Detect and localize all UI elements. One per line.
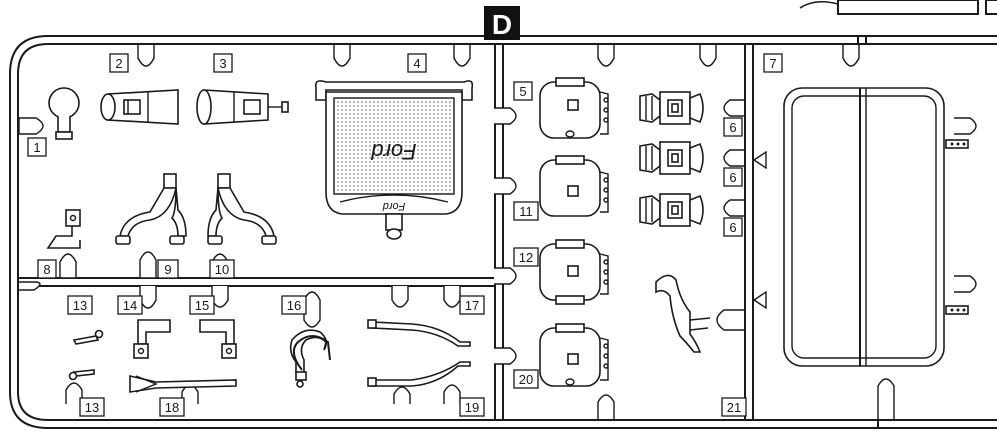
svg-text:13: 13	[73, 298, 87, 313]
label-6b: 6	[723, 167, 743, 187]
label-3: 3	[213, 53, 233, 73]
svg-text:12: 12	[519, 250, 533, 265]
svg-text:8: 8	[43, 262, 50, 277]
sprue-letter: D	[492, 9, 512, 40]
label-17: 17	[459, 295, 485, 315]
svg-text:14: 14	[123, 298, 137, 313]
label-2: 2	[109, 53, 129, 73]
part-11-lamp	[539, 155, 609, 217]
part-21-horn	[655, 274, 711, 353]
label-8: 8	[37, 259, 57, 279]
part-6-headlamp-a	[639, 91, 704, 125]
part-2-cylinder	[100, 89, 179, 125]
label-4: 4	[407, 53, 427, 73]
svg-text:10: 10	[215, 262, 229, 277]
label-10: 10	[209, 259, 235, 279]
label-7: 7	[763, 53, 783, 73]
part-1-mirror	[48, 87, 80, 140]
sprue-letter-badge: D	[484, 6, 520, 40]
svg-text:11: 11	[519, 204, 533, 219]
svg-text:19: 19	[465, 400, 479, 415]
label-15: 15	[189, 295, 215, 315]
label-20: 20	[513, 369, 539, 389]
label-18: 18	[159, 397, 185, 417]
part-5-lamp	[539, 77, 609, 139]
svg-text:15: 15	[195, 298, 209, 313]
label-14: 14	[117, 295, 143, 315]
part-16-hook	[289, 329, 331, 388]
label-6a: 6	[723, 117, 743, 137]
sprue-frame	[9, 0, 997, 429]
label-1: 1	[27, 137, 47, 157]
sprue-gates	[18, 45, 977, 419]
part-8-bracket	[46, 209, 81, 249]
part-6-headlamp-b	[639, 141, 704, 175]
svg-text:1: 1	[33, 140, 40, 155]
part-19-rod	[367, 361, 471, 387]
svg-text:6: 6	[729, 120, 736, 135]
label-21: 21	[721, 397, 747, 417]
part-3-cylinder	[196, 89, 289, 125]
svg-text:17: 17	[465, 298, 479, 313]
part-17-rod	[367, 319, 471, 347]
svg-text:6: 6	[729, 220, 736, 235]
label-16: 16	[281, 295, 307, 315]
svg-text:2: 2	[115, 56, 122, 71]
grille-ford-script-icon: Ford	[371, 139, 417, 164]
label-6c: 6	[723, 217, 743, 237]
label-13b: 13	[79, 397, 105, 417]
svg-text:20: 20	[519, 372, 533, 387]
svg-text:4: 4	[413, 56, 420, 71]
part-9-wishbone	[115, 173, 187, 245]
label-5: 5	[513, 81, 533, 101]
part-15-bracket	[199, 319, 237, 359]
part-20-lamp	[539, 323, 609, 387]
part-13-clip-b	[68, 369, 95, 381]
part-13-clip-a	[72, 329, 104, 345]
part-number-labels: 1 2 3 4 5 6 6 6 7 8 9 10 11 12 13 13 14 …	[27, 53, 783, 417]
label-13a: 13	[67, 295, 93, 315]
part-4-radiator: Ford Ford	[314, 80, 474, 240]
svg-text:13: 13	[85, 400, 99, 415]
radiator-badge-script-icon: Ford	[382, 200, 406, 212]
svg-text:9: 9	[164, 262, 171, 277]
svg-text:16: 16	[287, 298, 301, 313]
part-18-rod	[129, 374, 237, 393]
label-19: 19	[459, 397, 485, 417]
svg-text:6: 6	[729, 170, 736, 185]
svg-text:21: 21	[727, 400, 741, 415]
svg-text:5: 5	[519, 84, 526, 99]
part-10-wishbone	[207, 173, 277, 245]
part-12-lamp	[539, 239, 609, 305]
label-9: 9	[157, 259, 179, 279]
part-7-windshield-frame	[783, 87, 969, 367]
label-11: 11	[513, 201, 539, 221]
svg-text:3: 3	[219, 56, 226, 71]
svg-text:7: 7	[769, 56, 776, 71]
label-12: 12	[513, 247, 539, 267]
part-14-bracket	[133, 319, 171, 359]
part-6-headlamp-c	[639, 193, 704, 227]
svg-text:18: 18	[165, 400, 179, 415]
